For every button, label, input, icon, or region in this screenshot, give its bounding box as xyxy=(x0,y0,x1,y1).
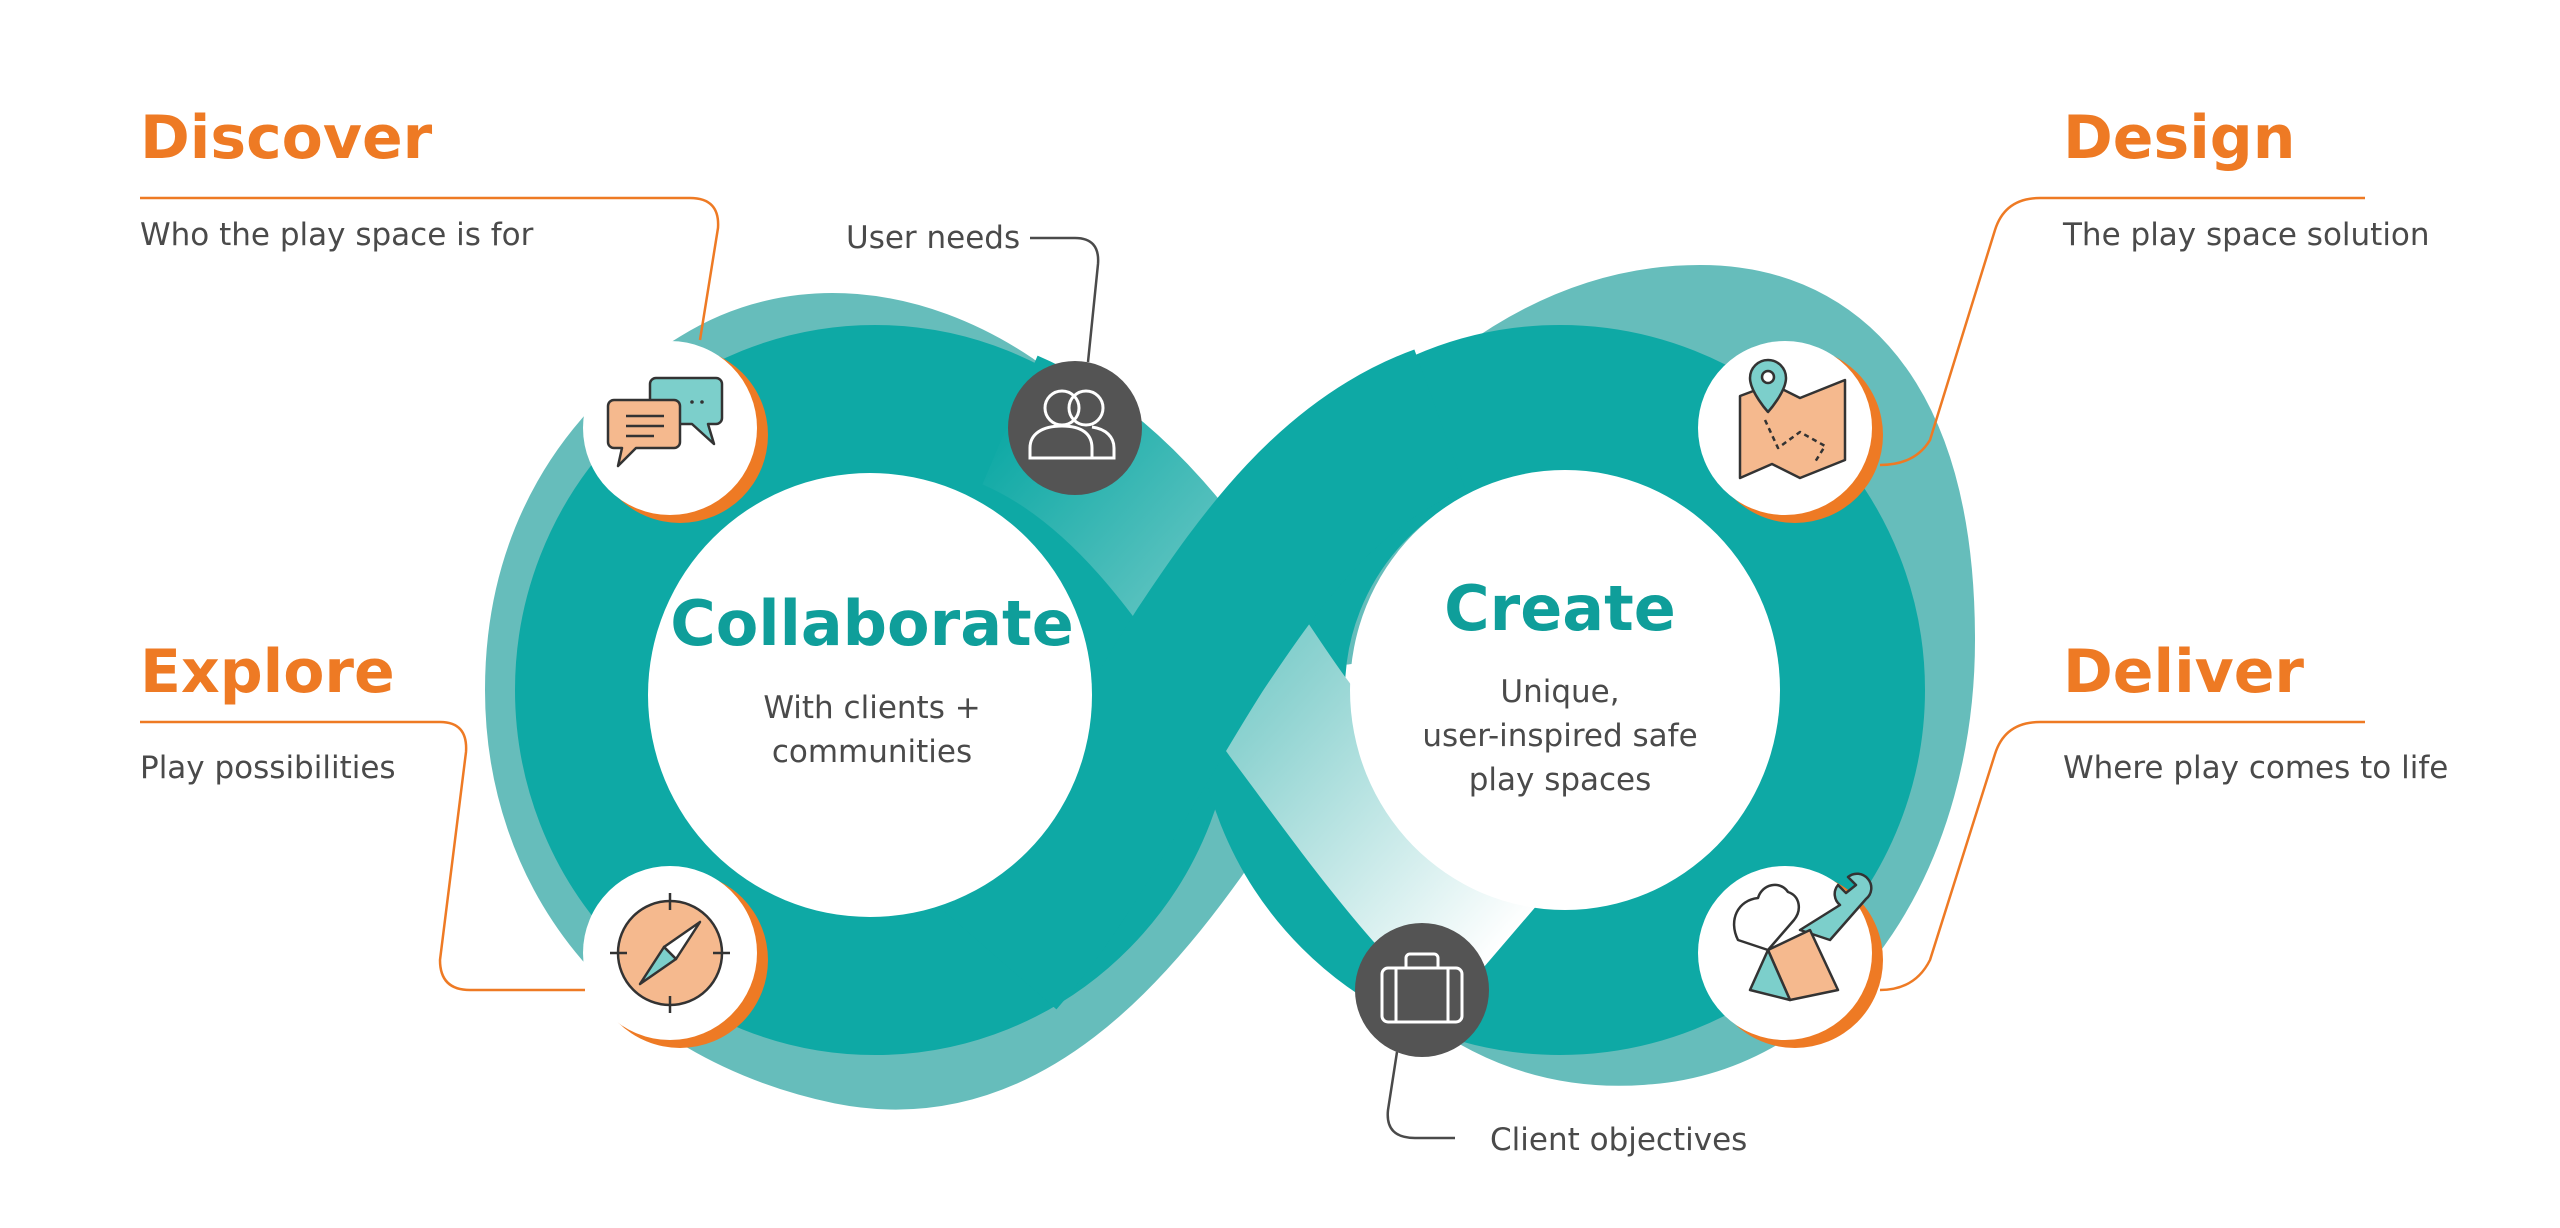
create-line-2: user-inspired safe xyxy=(1422,718,1697,754)
create-line-3: play spaces xyxy=(1469,762,1652,798)
deliver-label: Deliver Where play comes to life xyxy=(2063,637,2448,786)
client-objectives-connector xyxy=(1386,1051,1455,1140)
explore-title: Explore xyxy=(140,637,395,707)
create-title: Create xyxy=(1444,572,1676,645)
design-badge xyxy=(1698,341,1883,523)
collaborate-line-2: communities xyxy=(772,734,972,770)
explore-badge xyxy=(583,866,768,1048)
discover-badge xyxy=(583,341,768,523)
deliver-badge xyxy=(1698,866,1883,1048)
discover-title: Discover xyxy=(140,103,433,173)
create-block: Create Unique, user-inspired safe play s… xyxy=(1422,572,1697,798)
collaborate-line-1: With clients + xyxy=(763,690,980,726)
deliver-subtitle: Where play comes to life xyxy=(2063,750,2448,786)
collaborate-block: Collaborate With clients + communities xyxy=(670,587,1074,770)
glove-wrench-icon xyxy=(1732,872,1873,1002)
deliver-title: Deliver xyxy=(2063,637,2304,707)
loop-cross-a xyxy=(980,355,1537,1014)
design-connector xyxy=(1879,196,2365,467)
explore-subtitle: Play possibilities xyxy=(140,750,396,786)
compass-icon xyxy=(610,893,730,1013)
discover-label: Discover Who the play space is for xyxy=(140,103,534,253)
client-objectives-label: Client objectives xyxy=(1490,1122,1747,1158)
loop-cross-b xyxy=(942,349,1468,1010)
collaborate-title: Collaborate xyxy=(670,587,1074,660)
deliver-connector xyxy=(1879,720,2365,992)
note-connectors xyxy=(1030,236,1455,1140)
create-line-1: Unique, xyxy=(1500,674,1619,710)
map-pin-icon xyxy=(1738,358,1847,480)
explore-connector xyxy=(140,720,585,992)
discover-subtitle: Who the play space is for xyxy=(140,217,534,253)
design-title: Design xyxy=(2063,103,2295,173)
user-needs-badge xyxy=(1008,361,1142,495)
design-subtitle: The play space solution xyxy=(2062,217,2430,253)
speech-bubbles-icon xyxy=(606,376,724,468)
client-objectives-badge xyxy=(1355,923,1489,1057)
discover-connector xyxy=(140,196,720,341)
design-label: Design The play space solution xyxy=(2062,103,2430,253)
infinity-loop xyxy=(484,264,1976,1110)
loop-left-hole xyxy=(648,473,1092,917)
connectors xyxy=(140,196,2365,992)
users-icon xyxy=(1028,389,1116,460)
user-needs-connector xyxy=(1030,236,1100,363)
user-needs-label: User needs xyxy=(846,220,1020,256)
briefcase-icon xyxy=(1380,952,1464,1024)
loop-right-hole xyxy=(1350,470,1780,910)
explore-label: Explore Play possibilities xyxy=(140,637,396,786)
